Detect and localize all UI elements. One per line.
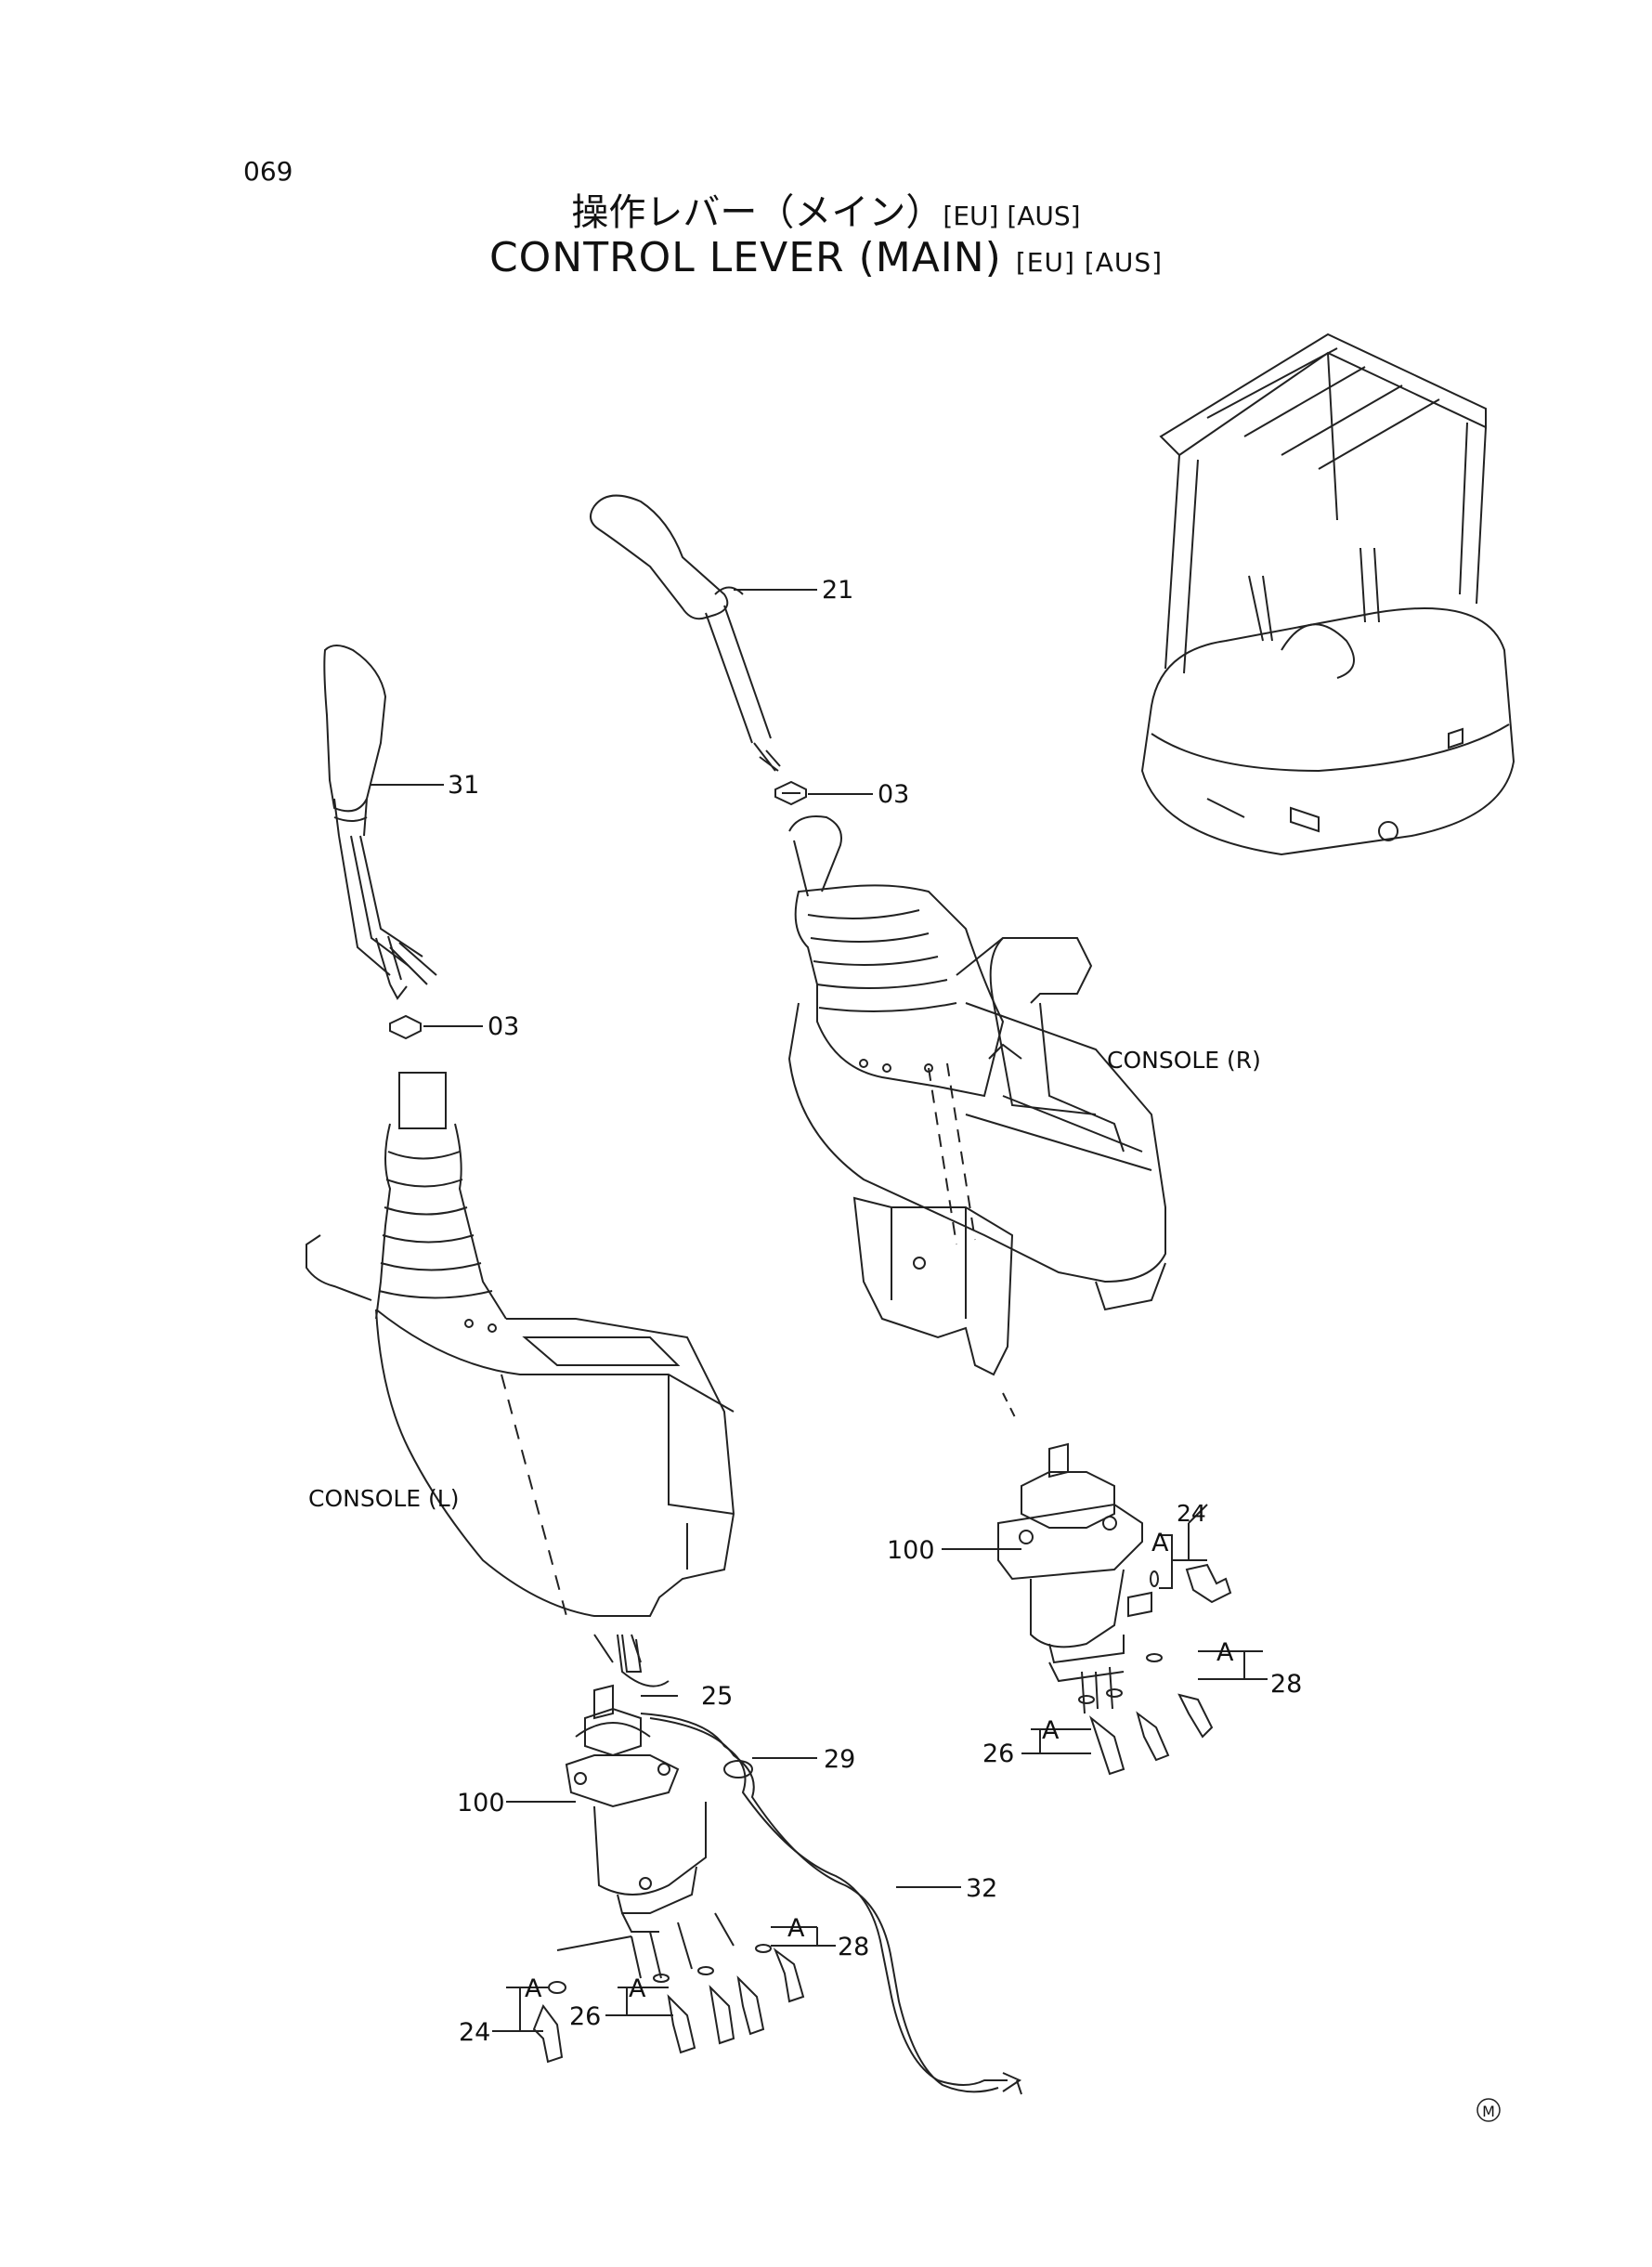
left-console xyxy=(306,1072,735,1673)
m-mark-letter: M xyxy=(1482,2103,1495,2120)
left-lever-grip xyxy=(323,645,437,1000)
callout-28-right: 28 xyxy=(1270,1670,1302,1699)
left-pilot-valve xyxy=(565,1684,707,1933)
ref-a-left-24: A xyxy=(525,1974,542,2003)
ref-a-left-28: A xyxy=(787,1914,805,1943)
callout-24-right: 24 xyxy=(1177,1500,1206,1527)
right-console xyxy=(787,815,1166,1422)
ref-a-right-28: A xyxy=(1216,1638,1234,1667)
callout-28-left: 28 xyxy=(838,1933,869,1961)
callout-21: 21 xyxy=(822,576,853,605)
callout-25: 25 xyxy=(701,1682,733,1711)
title-en-text: CONTROL LEVER (MAIN) xyxy=(488,234,1002,281)
right-lever-grip xyxy=(590,494,781,772)
callout-31: 31 xyxy=(448,771,479,800)
callout-26-left: 26 xyxy=(569,2002,601,2031)
nut-03-right xyxy=(774,780,807,806)
title-jp-text: 操作レバー（メイン） xyxy=(571,191,943,234)
ref-a-right-top: A xyxy=(1151,1529,1169,1557)
title-english: CONTROL LEVER (MAIN) [EU] [AUS] xyxy=(0,234,1652,281)
callout-29: 29 xyxy=(824,1745,855,1774)
right-pilot-valve xyxy=(997,1442,1152,1683)
callout-100-right: 100 xyxy=(887,1536,935,1565)
bracket-24-left xyxy=(506,1987,548,2032)
nut-03-left xyxy=(389,1014,422,1040)
bracket-28-left xyxy=(771,1926,836,1947)
title-japanese: 操作レバー（メイン）[EU] [AUS] xyxy=(0,182,1652,236)
m-mark-circle xyxy=(1476,2098,1501,2122)
left-fittings xyxy=(532,1912,805,2064)
bracket-26-right xyxy=(1031,1728,1091,1754)
callout-24-left: 24 xyxy=(459,2018,490,2047)
page-number: 069 xyxy=(243,156,293,187)
ref-a-right-26: A xyxy=(1042,1716,1060,1745)
callout-32: 32 xyxy=(966,1874,997,1903)
console-left-label: CONSOLE (L) xyxy=(308,1485,460,1512)
callout-100-left: 100 xyxy=(457,1789,505,1818)
callout-26-right: 26 xyxy=(982,1739,1014,1768)
callout-03-left: 03 xyxy=(488,1012,519,1041)
bracket-24-right xyxy=(1159,1504,1208,1589)
ref-a-left-26: A xyxy=(629,1974,646,2003)
bracket-26-left xyxy=(618,1987,673,2016)
left-harness xyxy=(617,1634,1022,2095)
console-right-label: CONSOLE (R) xyxy=(1107,1047,1261,1074)
title-en-suffix: [EU] [AUS] xyxy=(1015,247,1164,278)
callout-03-right: 03 xyxy=(878,780,909,809)
right-fittings xyxy=(1078,1563,1232,1776)
machine-overview-illustration xyxy=(1140,332,1515,856)
bracket-28-right xyxy=(1198,1650,1268,1680)
title-jp-suffix: [EU] [AUS] xyxy=(943,201,1081,231)
